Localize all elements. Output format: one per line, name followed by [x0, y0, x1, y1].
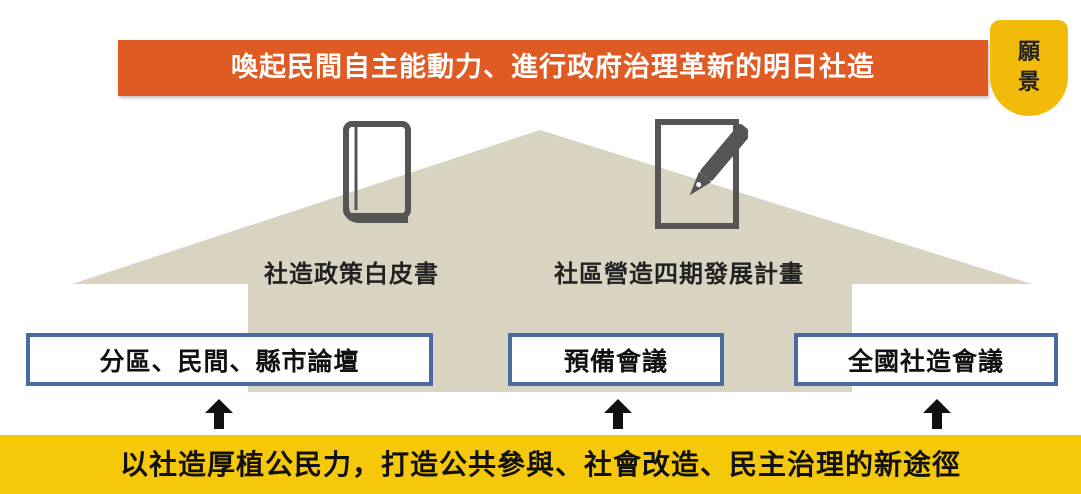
document-pen-icon — [655, 119, 748, 229]
up-arrow-icon — [604, 399, 632, 429]
development-plan-label: 社區營造四期發展計畫 — [554, 260, 804, 288]
preparatory-meeting-box: 預備會議 — [508, 333, 724, 386]
up-arrow-icon — [923, 399, 951, 429]
book-icon — [343, 121, 411, 223]
vision-banner: 喚起民間自主能動力、進行政府治理革新的明日社造 — [118, 40, 988, 96]
vision-badge-char-1: 願 — [1017, 40, 1040, 65]
foundation-banner: 以社造厚植公民力，打造公共參與、社會改造、民主治理的新途徑 — [0, 435, 1081, 494]
vision-badge-char-2: 景 — [1017, 70, 1040, 95]
vision-badge: 願 景 — [990, 20, 1068, 116]
regional-forums-box: 分區、民間、縣市論壇 — [26, 333, 433, 386]
national-conference-box: 全國社造會議 — [794, 333, 1058, 386]
whitepaper-label: 社造政策白皮書 — [264, 260, 439, 288]
up-arrow-icon — [205, 399, 233, 429]
